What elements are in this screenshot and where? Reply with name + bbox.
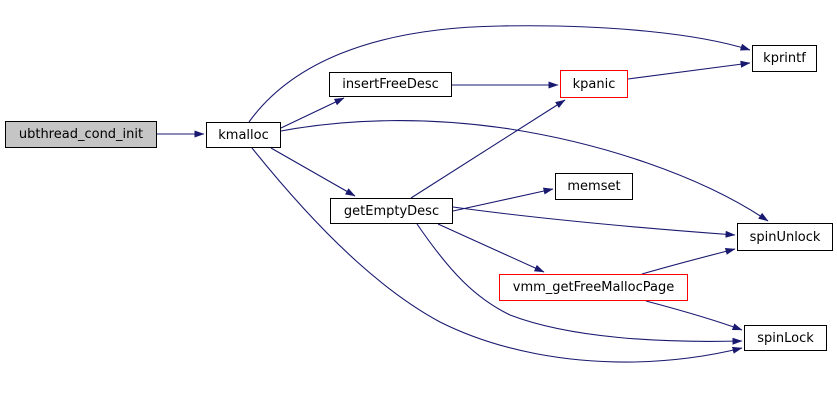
node-kpanic[interactable]: kpanic xyxy=(560,70,628,98)
node-vmm_getFreeMallocPage[interactable]: vmm_getFreeMallocPage xyxy=(499,274,688,301)
node-getEmptyDesc[interactable]: getEmptyDesc xyxy=(330,198,453,224)
node-spinUnlock[interactable]: spinUnlock xyxy=(737,223,833,251)
node-label: insertFreeDesc xyxy=(342,77,439,92)
edge-getEmptyDesc-to-kpanic xyxy=(410,99,566,199)
edge-kmalloc-to-spinUnlock xyxy=(280,120,769,222)
edge-kpanic-to-kprintf xyxy=(627,60,751,80)
node-label: vmm_getFreeMallocPage xyxy=(512,280,675,295)
edge-kmalloc-to-getEmptyDesc xyxy=(270,147,356,197)
node-label: spinLock xyxy=(757,330,814,346)
edge-vmm_getFreeMallocPage-to-spinLock xyxy=(645,300,743,331)
edge-getEmptyDesc-to-memset xyxy=(452,187,554,212)
node-spinLock[interactable]: spinLock xyxy=(744,325,827,351)
node-insertFreeDesc[interactable]: insertFreeDesc xyxy=(329,72,452,97)
node-label: spinUnlock xyxy=(749,229,821,245)
edge-getEmptyDesc-to-spinUnlock xyxy=(452,206,736,238)
node-label: ubthread_cond_init xyxy=(18,127,144,142)
node-label: getEmptyDesc xyxy=(343,203,440,219)
edge-kmalloc-to-kprintf xyxy=(248,25,751,123)
node-ubthread_cond_init: ubthread_cond_init xyxy=(5,121,157,148)
edge-getEmptyDesc-to-vmm_getFreeMallocPage xyxy=(437,223,545,273)
edge-kmalloc-to-spinLock xyxy=(251,147,743,363)
node-memset[interactable]: memset xyxy=(555,173,633,200)
edge-getEmptyDesc-to-spinLock xyxy=(416,223,743,345)
edge-vmm_getFreeMallocPage-to-spinUnlock xyxy=(641,248,736,275)
node-kprintf[interactable]: kprintf xyxy=(752,45,817,72)
node-kmalloc[interactable]: kmalloc xyxy=(206,122,281,148)
edge-kmalloc-to-insertFreeDesc xyxy=(280,97,345,129)
node-label: kprintf xyxy=(763,51,806,66)
node-label: memset xyxy=(567,179,621,194)
node-label: kpanic xyxy=(572,76,616,92)
node-label: kmalloc xyxy=(218,127,269,143)
